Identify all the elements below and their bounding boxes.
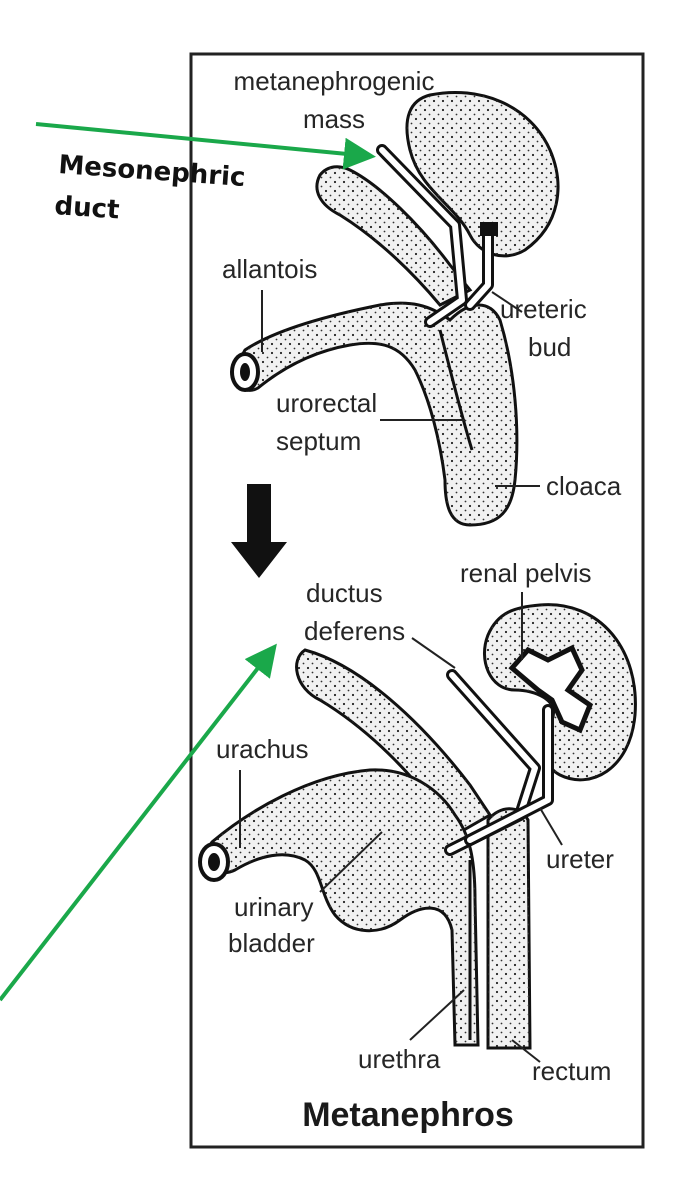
leader-ureter <box>539 807 563 846</box>
upper-panel: metanephrogenic mass allantois ureteric … <box>222 66 622 527</box>
label-bladder: bladder <box>228 928 315 958</box>
label-ductus: ductus <box>306 578 383 608</box>
leader-rectum <box>511 1039 541 1063</box>
transition-arrow-icon <box>231 484 287 578</box>
metanephrogenic-mass-stipple <box>406 92 558 256</box>
label-bud: bud <box>528 332 571 362</box>
label-urachus: urachus <box>216 734 309 764</box>
ureteric-bud-tip <box>480 222 498 236</box>
green-arrow-lower <box>0 643 277 1002</box>
label-rectum: rectum <box>532 1056 611 1086</box>
lower-panel: renal pelvis ductus deferens urachus ure… <box>198 558 637 1086</box>
ureter-lumen <box>467 707 551 843</box>
ureteric-bud-lumen <box>467 227 491 308</box>
mesonephric-duct-upper-lumen <box>379 147 465 325</box>
urachus-lumen <box>208 853 220 871</box>
label-urethra: urethra <box>358 1044 441 1074</box>
annotation-duct: duct <box>54 191 121 225</box>
label-renal-pelvis: renal pelvis <box>460 558 592 588</box>
leader-urethra <box>409 989 465 1041</box>
label-septum: septum <box>276 426 361 456</box>
mesonephric-band-stipple <box>316 166 470 305</box>
label-deferens: deferens <box>304 616 405 646</box>
renal-pelvis-cavity <box>508 644 594 734</box>
label-urinary: urinary <box>234 892 313 922</box>
figure-frame <box>189 52 645 1149</box>
figure-title: Metanephros <box>302 1096 514 1134</box>
label-urorectal: urorectal <box>276 388 377 418</box>
leader-urinary-bladder <box>319 831 383 893</box>
label-allantois: allantois <box>222 254 317 284</box>
label-metanephrogenic: metanephrogenic <box>234 66 435 96</box>
label-ureter: ureter <box>546 844 614 874</box>
mesonephric-band-lower-stipple <box>296 650 490 835</box>
rectum-stipple <box>488 808 530 1048</box>
urorectal-septum-fold <box>438 329 474 451</box>
label-cloaca: cloaca <box>546 471 622 501</box>
label-mass: mass <box>303 104 365 134</box>
bladder-urachus-stipple <box>206 769 478 1045</box>
label-ureteric: ureteric <box>500 294 587 324</box>
leader-ductus-deferens <box>411 637 456 669</box>
allantois-lumen <box>240 363 250 381</box>
green-arrow-upper <box>35 122 376 170</box>
leader-ureteric-bud <box>491 291 523 313</box>
